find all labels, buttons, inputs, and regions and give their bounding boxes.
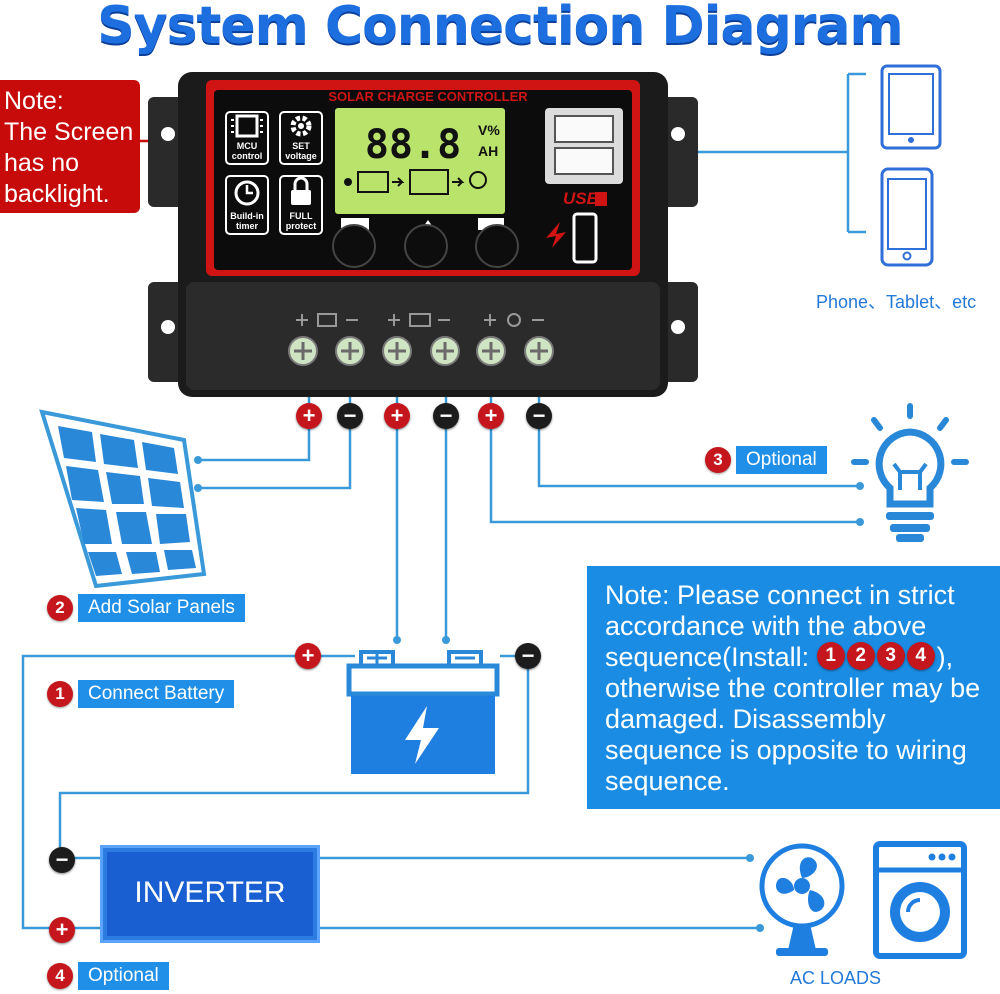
inverter-label: INVERTER xyxy=(134,876,286,909)
screw-terminals xyxy=(288,336,554,366)
positive-marker: + xyxy=(384,403,410,429)
step-label: Add Solar Panels xyxy=(78,594,245,622)
sequence-badge: 1 xyxy=(816,641,845,670)
clock-icon xyxy=(234,180,260,206)
step-label: Optional xyxy=(78,962,169,990)
usb-label: USB xyxy=(563,189,599,208)
light-bulb-icon xyxy=(851,403,969,542)
button-label-bottom: control xyxy=(232,151,263,161)
step-badge: 2 xyxy=(47,595,73,621)
phone-icon xyxy=(880,167,934,267)
battery-icon xyxy=(346,650,500,774)
page-title: System Connection Diagram xyxy=(97,0,903,56)
screen-note-line: backlight. xyxy=(4,180,110,208)
solar-panel-icon xyxy=(39,409,207,589)
negative-marker: − xyxy=(49,847,75,873)
lock-icon xyxy=(291,176,311,205)
button-label-bottom: protect xyxy=(286,221,317,231)
sequence-badge: 3 xyxy=(876,641,905,670)
button-label-bottom: voltage xyxy=(285,151,317,161)
sequence-badge: 4 xyxy=(906,641,935,670)
lcd-digits: 88.8 xyxy=(365,122,461,168)
positive-marker: + xyxy=(295,643,321,669)
wiring-warning-note: Note: Please connect in strict accordanc… xyxy=(587,566,1000,809)
button-label-bottom: timer xyxy=(236,221,259,231)
step-badge: 3 xyxy=(705,447,731,473)
lcd-unit-top: V% xyxy=(478,122,500,138)
fan-icon xyxy=(759,843,845,956)
step-badge: 1 xyxy=(47,681,73,707)
screen-note-line: has no xyxy=(4,149,80,177)
positive-marker: + xyxy=(296,403,322,429)
button-label-top: FULL xyxy=(290,211,313,221)
step-label: Connect Battery xyxy=(78,680,235,708)
inverter-box: INVERTER xyxy=(100,845,320,943)
control-buttons xyxy=(332,218,519,268)
chip-icon xyxy=(231,114,263,138)
negative-marker: − xyxy=(433,403,459,429)
negative-marker: − xyxy=(337,403,363,429)
negative-marker: − xyxy=(526,403,552,429)
washing-machine-icon xyxy=(873,841,967,959)
lcd-flow-icon xyxy=(344,169,487,195)
step-label: Optional xyxy=(736,446,827,474)
controller-label: SOLAR CHARGE CONTROLLER xyxy=(328,89,528,104)
gear-icon xyxy=(290,115,312,137)
button-label-top: Build-in xyxy=(230,211,264,221)
warning-text-after: ), otherwise the controller may be damag… xyxy=(605,642,981,796)
ac-loads-label: AC LOADS xyxy=(790,968,882,988)
warning-text-before: Note: Please connect in strict accordanc… xyxy=(605,580,955,672)
screen-note-line: Note: xyxy=(4,87,64,115)
sequence-badge: 2 xyxy=(846,641,875,670)
tablet-icon xyxy=(880,64,942,150)
screen-note-line: The Screen xyxy=(4,118,134,146)
charge-controller: MCU control SET voltage Build-in timer F… xyxy=(148,72,698,397)
button-label-top: SET xyxy=(292,141,310,151)
negative-marker: − xyxy=(515,643,541,669)
screen-note: Note: The Screen has no backlight. xyxy=(0,80,140,213)
devices-label: Phone、Tablet、etc xyxy=(816,292,977,312)
positive-marker: + xyxy=(478,403,504,429)
positive-marker: + xyxy=(49,917,75,943)
lcd-unit-bottom: AH xyxy=(478,143,498,159)
button-label-top: MCU xyxy=(237,141,258,151)
step-badge: 4 xyxy=(47,963,73,989)
